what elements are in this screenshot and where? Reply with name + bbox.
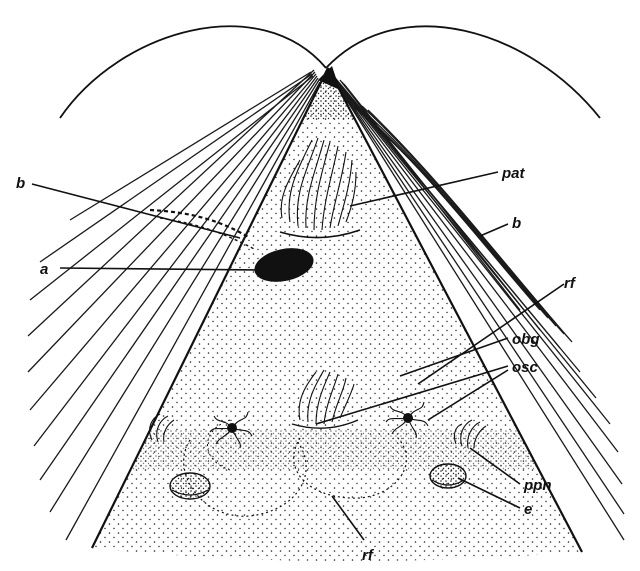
label-osc: osc [512, 359, 539, 376]
triangular-body [80, 60, 600, 561]
left-arc [60, 26, 326, 118]
label-ppn: ppn [523, 477, 552, 494]
right-arc [326, 26, 600, 118]
label-b-right: b [512, 215, 521, 232]
label-a: a [40, 261, 48, 278]
label-obg: obg [512, 331, 540, 348]
label-b-left: b [16, 175, 25, 192]
right-e-organ [430, 464, 466, 488]
label-rf-top: rf [564, 275, 577, 292]
left-e-organ [170, 473, 210, 499]
label-e: e [524, 501, 532, 518]
label-pat: pat [501, 165, 526, 182]
